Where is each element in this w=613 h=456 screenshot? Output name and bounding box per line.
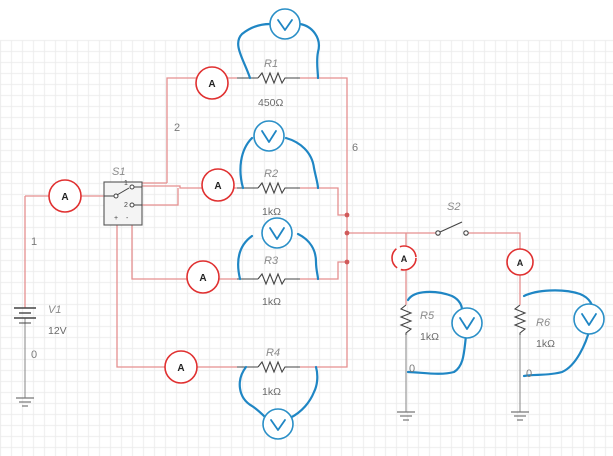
ammeter-r1[interactable]: A (195, 66, 229, 100)
voltmeter-lead-r5[interactable] (406, 290, 468, 375)
ammeters: A A A A A A A (48, 66, 534, 384)
grounds (16, 397, 529, 421)
dc-source-v1[interactable] (14, 307, 36, 324)
resistor-r2[interactable] (257, 181, 300, 195)
label-node-2: 2 (174, 122, 180, 134)
label-r5-value: 1kΩ (420, 331, 439, 343)
switch-s2-left-terminal (435, 230, 441, 236)
voltmeter-r3[interactable] (261, 217, 293, 249)
switch-s1-blade (116, 187, 130, 196)
wire-r2-right[interactable] (300, 187, 347, 216)
junctions (344, 212, 350, 265)
voltmeter-lead-r3[interactable] (237, 232, 320, 281)
labels: R1 450Ω R2 1kΩ R3 1kΩ R4 1kΩ R5 1kΩ R6 1… (31, 58, 555, 398)
ammeter-r4[interactable]: A (164, 350, 198, 384)
voltmeter-leads (237, 22, 594, 420)
switch-s1-pin-plus: + (114, 215, 118, 222)
switch-s1-contact-1 (129, 184, 135, 190)
label-node-0-r6: 0 (526, 368, 532, 380)
voltmeter-r4[interactable] (262, 408, 294, 440)
label-node-0-source: 0 (31, 349, 37, 361)
ammeter-r6[interactable]: A (506, 248, 534, 276)
wire-r3-left[interactable] (131, 225, 237, 280)
switch-s1-contact-2 (129, 202, 135, 208)
label-r3-name: R3 (264, 255, 279, 267)
ground-symbol[interactable] (397, 411, 415, 421)
svg-text:A: A (177, 363, 184, 374)
label-node-1: 1 (31, 236, 37, 248)
switch-s2-blade (439, 221, 463, 233)
ground-symbol[interactable] (511, 411, 529, 421)
resistors (257, 71, 527, 374)
voltmeter-r2[interactable] (253, 120, 285, 152)
resistor-r1[interactable] (257, 71, 300, 85)
wire-s1-out2[interactable] (142, 188, 179, 206)
switch-s1[interactable]: 1 2 + - (103, 180, 143, 226)
label-s1-name: S1 (112, 166, 125, 178)
voltmeter-r1[interactable] (269, 8, 301, 40)
wire-r3-right[interactable] (300, 261, 347, 280)
switch-s2[interactable] (435, 221, 469, 236)
voltmeters (253, 8, 605, 440)
ammeter-r2[interactable]: A (201, 168, 235, 202)
label-node-0-r5: 0 (409, 363, 415, 375)
voltmeter-r6[interactable] (573, 303, 605, 335)
wire-r4-right[interactable] (300, 262, 348, 368)
svg-text:A: A (517, 258, 524, 268)
ground-wires (24, 318, 521, 412)
label-r5-name: R5 (420, 310, 435, 322)
label-r6-name: R6 (536, 317, 551, 329)
label-v1-name: V1 (48, 304, 61, 316)
svg-text:A: A (61, 192, 68, 203)
switch-s1-body[interactable] (103, 181, 143, 226)
resistor-r3[interactable] (257, 272, 300, 286)
resistor-r4[interactable] (257, 360, 300, 374)
switch-s1-pin-minus: - (126, 215, 129, 222)
junction-dot (344, 212, 350, 218)
wire-r4-left[interactable] (116, 225, 237, 368)
label-r4-name: R4 (266, 347, 280, 359)
ammeter-main[interactable]: A (48, 179, 82, 213)
voltmeter-lead-r2[interactable] (239, 136, 320, 190)
voltmeter-r5[interactable] (451, 307, 483, 339)
label-node-6: 6 (352, 142, 358, 154)
wire-r1-right[interactable] (300, 77, 348, 262)
wire-s2-to-r6[interactable] (468, 232, 521, 305)
svg-text:A: A (214, 181, 221, 192)
voltmeter-lead-r4[interactable] (238, 365, 319, 420)
label-s2-name: S2 (447, 201, 460, 213)
label-r4-value: 1kΩ (262, 386, 281, 398)
label-r2-value: 1kΩ (262, 206, 281, 218)
ground-symbol[interactable] (16, 397, 34, 407)
junction-dot (344, 230, 350, 236)
svg-text:A: A (401, 254, 408, 264)
resistor-r6[interactable] (513, 304, 527, 335)
ammeter-r5[interactable]: A (391, 245, 417, 271)
switch-s1-pin-2: 2 (124, 202, 128, 209)
voltmeter-lead-r1[interactable] (237, 22, 320, 80)
svg-text:A: A (199, 273, 206, 284)
svg-text:A: A (208, 79, 215, 90)
label-r1-name: R1 (264, 58, 278, 70)
switch-s2-right-terminal (463, 230, 469, 236)
label-r2-name: R2 (264, 168, 278, 180)
label-r6-value: 1kΩ (536, 338, 555, 350)
label-v1-value: 12V (48, 325, 67, 337)
ammeter-r3[interactable]: A (186, 260, 220, 294)
resistor-r5[interactable] (399, 304, 413, 335)
label-r3-value: 1kΩ (262, 296, 281, 308)
junction-dot (344, 259, 350, 265)
label-r1-value: 450Ω (258, 97, 284, 109)
switch-s1-pin-1: 1 (124, 180, 128, 187)
